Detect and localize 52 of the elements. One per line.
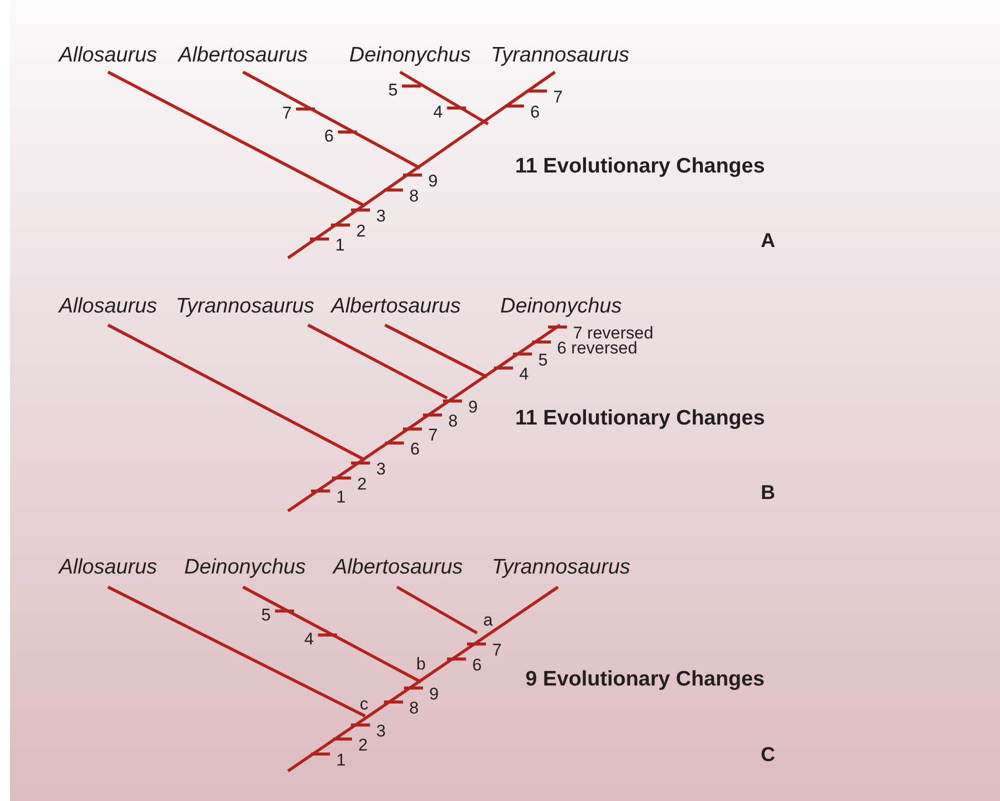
taxon-name: Allosaurus bbox=[58, 556, 158, 578]
character-number: 6 bbox=[410, 440, 420, 458]
character-number: 4 bbox=[519, 366, 529, 382]
taxon-name: Albertosaurus bbox=[333, 556, 463, 578]
character-number: 8 bbox=[448, 412, 458, 430]
character-number: 1 bbox=[335, 236, 345, 254]
node-letter: a bbox=[483, 612, 493, 628]
character-number: 6 bbox=[472, 656, 482, 674]
panel-letter: A bbox=[760, 231, 776, 251]
panel-letter: B bbox=[760, 483, 776, 503]
character-number: 7 bbox=[492, 642, 502, 658]
panel-letter: C bbox=[760, 745, 776, 765]
character-number: 6 reversed bbox=[557, 340, 638, 356]
taxon-name: Albertosaurus bbox=[178, 44, 308, 66]
node-letter: c bbox=[360, 696, 368, 712]
character-number: 7 bbox=[428, 426, 438, 444]
character-number: 2 bbox=[357, 476, 367, 492]
taxon-name: Allosaurus bbox=[58, 296, 158, 316]
character-number: 1 bbox=[336, 488, 346, 506]
character-number: 8 bbox=[409, 700, 419, 716]
taxon-name: Tyrannosaurus bbox=[492, 556, 630, 578]
character-number: 6 bbox=[324, 128, 334, 144]
character-number: 5 bbox=[261, 606, 271, 624]
character-number: 6 bbox=[530, 104, 540, 120]
character-number: 3 bbox=[376, 722, 386, 740]
character-number: 2 bbox=[356, 222, 366, 240]
character-number: 4 bbox=[433, 104, 443, 120]
character-number: 5 bbox=[538, 352, 548, 368]
panel-heading: 11 Evolutionary Changes bbox=[515, 408, 765, 428]
taxon-name: Allosaurus bbox=[58, 44, 158, 66]
character-number: 8 bbox=[409, 188, 419, 204]
character-number: 2 bbox=[358, 736, 368, 754]
taxon-name: Deinonychus bbox=[349, 44, 471, 66]
panel-heading: 9 Evolutionary Changes bbox=[525, 668, 765, 690]
character-number: 9 bbox=[429, 686, 439, 702]
character-number: 5 bbox=[388, 82, 398, 98]
character-number: 7 bbox=[553, 88, 563, 106]
taxon-name: Tyrannosaurus bbox=[176, 296, 314, 316]
character-number: 9 bbox=[428, 172, 438, 190]
taxon-name: Albertosaurus bbox=[331, 296, 461, 316]
character-number: 4 bbox=[304, 630, 314, 648]
character-number: 3 bbox=[376, 460, 386, 478]
panel-heading: 11 Evolutionary Changes bbox=[515, 156, 765, 176]
character-number: 1 bbox=[336, 752, 346, 768]
node-letter: b bbox=[416, 656, 426, 672]
character-number: 3 bbox=[376, 208, 386, 224]
character-number: 7 bbox=[282, 104, 292, 122]
taxon-name: Deinonychus bbox=[184, 556, 306, 578]
taxon-name: Deinonychus bbox=[500, 296, 622, 316]
character-number: 7 reversed bbox=[573, 324, 654, 342]
taxon-name: Tyrannosaurus bbox=[490, 44, 630, 66]
character-number: 9 bbox=[468, 398, 478, 416]
